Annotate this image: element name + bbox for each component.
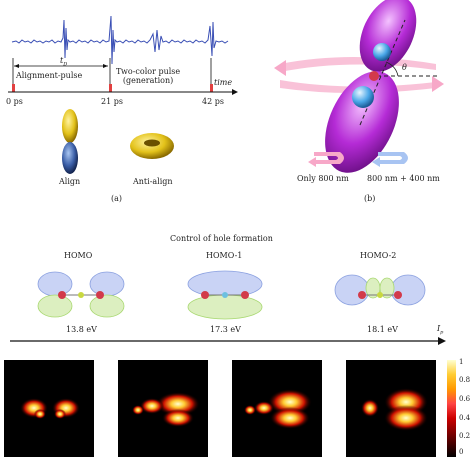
ip-axis [10, 337, 446, 345]
molecule-orientation-diagram [274, 0, 444, 173]
colorbar-tick-0.6: 0.6 [459, 395, 471, 403]
legend-arrow-pink [314, 152, 344, 164]
orbital-homo1 [187, 270, 263, 320]
orbital-name-homo1: HOMO-1 [206, 251, 243, 260]
orbital-homo2 [334, 274, 426, 306]
align-lobe-bottom [62, 142, 78, 174]
theta-label: θ [402, 63, 407, 72]
pulse-sequence-diagram [8, 15, 238, 95]
heatmap-1 [4, 360, 94, 457]
pulse-signal-line [11, 15, 229, 65]
heatmap-4 [346, 360, 436, 457]
caption-b: (b) [364, 194, 376, 203]
tick-21ps: 21 ps [101, 97, 123, 106]
tick-0ps: 0 ps [6, 97, 23, 106]
lobe-lower [325, 71, 399, 173]
orbital-name-homo: HOMO [64, 251, 93, 260]
colorbar [447, 360, 456, 457]
colorbar-tick-0.2: 0.2 [459, 432, 471, 440]
align-lobe-top [62, 109, 78, 143]
orbital-energy-homo: 13.8 eV [66, 325, 97, 334]
anti-align-label: Anti-align [133, 177, 173, 186]
colorbar-tick-0.8: 0.8 [459, 376, 471, 384]
rotation-arrow-pink [280, 57, 436, 72]
orbital-homo [37, 271, 125, 318]
lobe-upper [359, 0, 417, 72]
two-color-pulse-label: Two-color pulse (generation) [116, 67, 181, 85]
legend-arrow-blue [378, 152, 408, 164]
end-marker [210, 84, 213, 92]
orbital-shapes [37, 270, 426, 320]
legend-only-800: Only 800 nm [297, 174, 349, 183]
td-label: tD [60, 56, 68, 68]
orbital-energy-homo2: 18.1 eV [367, 325, 398, 334]
alignment-pulse-marker [12, 84, 15, 92]
atom-center [369, 71, 379, 81]
generation-pulse-marker [109, 84, 112, 92]
orbital-energy-homo1: 17.3 eV [210, 325, 241, 334]
hole-formation-title: Control of hole formation [170, 234, 273, 243]
alignment-shapes [62, 109, 174, 174]
tick-42ps: 42 ps [202, 97, 224, 106]
legend-800-400: 800 nm + 400 nm [367, 174, 440, 183]
align-label: Align [59, 177, 81, 186]
caption-a: (a) [111, 194, 123, 203]
ip-axis-label: Ip [437, 324, 444, 336]
alignment-pulse-label: Alignment-pulse [16, 71, 83, 80]
heatmap-2 [118, 360, 208, 457]
colorbar-tick-0: 0 [459, 448, 464, 456]
orbital-name-homo2: HOMO-2 [360, 251, 397, 260]
heatmap-3 [232, 360, 322, 457]
atom-top [373, 43, 391, 61]
time-axis-label: time [214, 78, 233, 87]
colorbar-tick-0.4: 0.4 [459, 414, 471, 422]
colorbar-tick-1: 1 [459, 358, 464, 366]
atom-bottom [352, 86, 374, 108]
